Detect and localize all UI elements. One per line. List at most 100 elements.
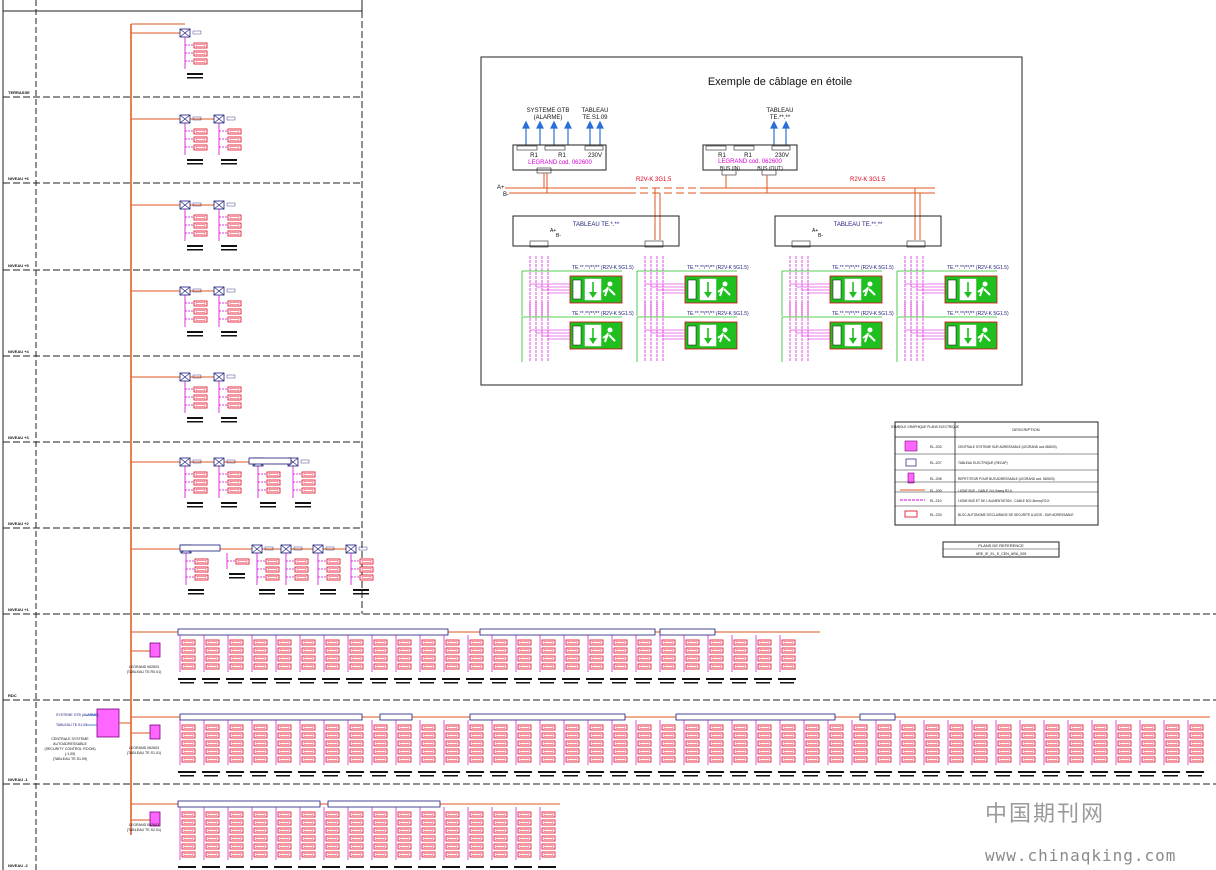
emergency-light-unit — [757, 647, 772, 654]
emergency-light-unit — [517, 843, 532, 850]
distribution-bar — [177, 800, 321, 808]
emergency-light-unit — [853, 724, 868, 731]
emergency-light-unit — [325, 756, 340, 763]
cable-label: TE.**.**/**/** (R2V-K 5G1.5) — [572, 311, 634, 317]
emergency-light-unit — [229, 811, 244, 818]
emergency-light-unit — [517, 819, 532, 826]
bus-label-right: R2V-K 3G1.5 — [850, 177, 886, 183]
emergency-light-unit — [1021, 740, 1036, 747]
emergency-light-unit — [613, 732, 628, 739]
tableau-right-label: TABLEAU TE.**.** — [834, 222, 883, 228]
emergency-light-unit — [757, 756, 772, 763]
emergency-light-unit — [227, 136, 242, 143]
lighting-group — [202, 635, 220, 684]
lighting-group — [322, 635, 340, 684]
emergency-light-unit — [349, 740, 364, 747]
distribution-bar — [659, 628, 716, 636]
emergency-light-unit — [373, 639, 388, 646]
lighting-group — [298, 635, 316, 684]
repeaters: LEGRAND 062603(TABLEAU TE.R0.01)LEGRAND … — [127, 642, 161, 832]
emergency-light-unit — [565, 655, 580, 662]
emergency-light-unit — [349, 756, 364, 763]
emergency-light-unit — [253, 843, 268, 850]
emergency-light-unit — [469, 732, 484, 739]
lighting-group — [706, 720, 724, 777]
emergency-light-unit — [325, 819, 340, 826]
emergency-light-unit — [373, 748, 388, 755]
emergency-light-unit — [1117, 732, 1132, 739]
lighting-group — [370, 720, 388, 777]
emergency-light-unit — [565, 756, 580, 763]
emergency-light-unit — [493, 647, 508, 654]
lighting-group — [898, 720, 916, 777]
emergency-light-unit — [469, 843, 484, 850]
lighting-group — [178, 720, 196, 777]
watermark-cn: 中国期刊网 — [985, 802, 1106, 827]
central-system: SYSTEME GTB (ALARME) TABLEAU TE.S1.09 CE… — [44, 708, 131, 761]
emergency-light-unit — [277, 647, 292, 654]
legend-code: EL-210 — [930, 499, 942, 503]
emergency-light-unit — [565, 639, 580, 646]
emergency-light-unit — [469, 663, 484, 670]
lighting-group — [1042, 720, 1060, 777]
emergency-light-unit — [1021, 756, 1036, 763]
emergency-light-unit — [277, 835, 292, 842]
emergency-light-unit — [445, 811, 460, 818]
emergency-light-unit — [661, 655, 676, 662]
emergency-light-unit — [193, 222, 208, 229]
floor-label: NIVEAU -1 — [8, 777, 29, 782]
inset-right-module: TABLEAU TE.**.** R1 R1 230V LEGRAND cod.… — [702, 108, 886, 183]
legend-code: EL-233 — [930, 513, 942, 517]
emergency-light-unit — [301, 479, 316, 486]
lighting-group — [418, 635, 436, 684]
central-label-5: (TABLEAU TE.S1.09) — [53, 757, 87, 761]
emergency-light-unit — [397, 740, 412, 747]
emergency-light-unit — [733, 639, 748, 646]
emergency-light-unit — [397, 655, 412, 662]
emergency-light-unit — [757, 724, 772, 731]
tableau-right-a: A+ — [812, 228, 818, 234]
central-label-3: (SECURITY CONTROL ROOM) — [44, 747, 95, 751]
emergency-light-unit — [373, 827, 388, 834]
lighting-group — [250, 720, 268, 777]
emergency-light-unit — [613, 639, 628, 646]
inset-bus-lines: A+ B- — [497, 173, 935, 240]
emergency-light-unit — [294, 574, 309, 581]
emergency-light-unit — [193, 144, 208, 151]
emergency-light-unit — [517, 835, 532, 842]
lighting-group — [586, 635, 604, 684]
emergency-light-unit — [1093, 748, 1108, 755]
emergency-light-unit — [493, 835, 508, 842]
emergency-light-unit — [397, 756, 412, 763]
distribution-bar — [327, 800, 441, 808]
emergency-light-unit — [205, 663, 220, 670]
lighting-group — [730, 635, 748, 684]
emergency-light-unit — [397, 732, 412, 739]
emergency-light-unit — [781, 740, 796, 747]
emergency-light-unit — [193, 316, 208, 323]
lighting-group — [442, 807, 460, 868]
emergency-light-unit — [949, 724, 964, 731]
lighting-group — [1114, 720, 1132, 777]
emergency-light-unit — [1045, 756, 1060, 763]
cable-label: TE.**.**/**/** (R2V-K 5G1.5) — [947, 311, 1009, 317]
bus-out-label: BUS (OUT) — [757, 166, 783, 172]
emergency-light-unit — [493, 811, 508, 818]
emergency-light-unit — [637, 740, 652, 747]
emergency-light-unit — [1021, 748, 1036, 755]
emergency-light-unit — [277, 740, 292, 747]
lighting-group — [586, 720, 604, 777]
lighting-group — [213, 286, 242, 337]
lighting-group — [370, 635, 388, 684]
emergency-light-unit — [517, 639, 532, 646]
emergency-light-unit — [253, 740, 268, 747]
emergency-light-unit — [1045, 732, 1060, 739]
inset-left-module: SYSTEME GTB (ALARME) TABLEAU TE.S1.09 R1… — [512, 108, 672, 183]
emergency-light-unit — [1093, 732, 1108, 739]
emergency-light-unit — [925, 732, 940, 739]
emergency-light-unit — [685, 655, 700, 662]
emergency-light-unit — [373, 811, 388, 818]
lighting-group — [466, 807, 484, 868]
emergency-light-unit — [493, 827, 508, 834]
gtb-label-2: (ALARME) — [534, 115, 563, 121]
